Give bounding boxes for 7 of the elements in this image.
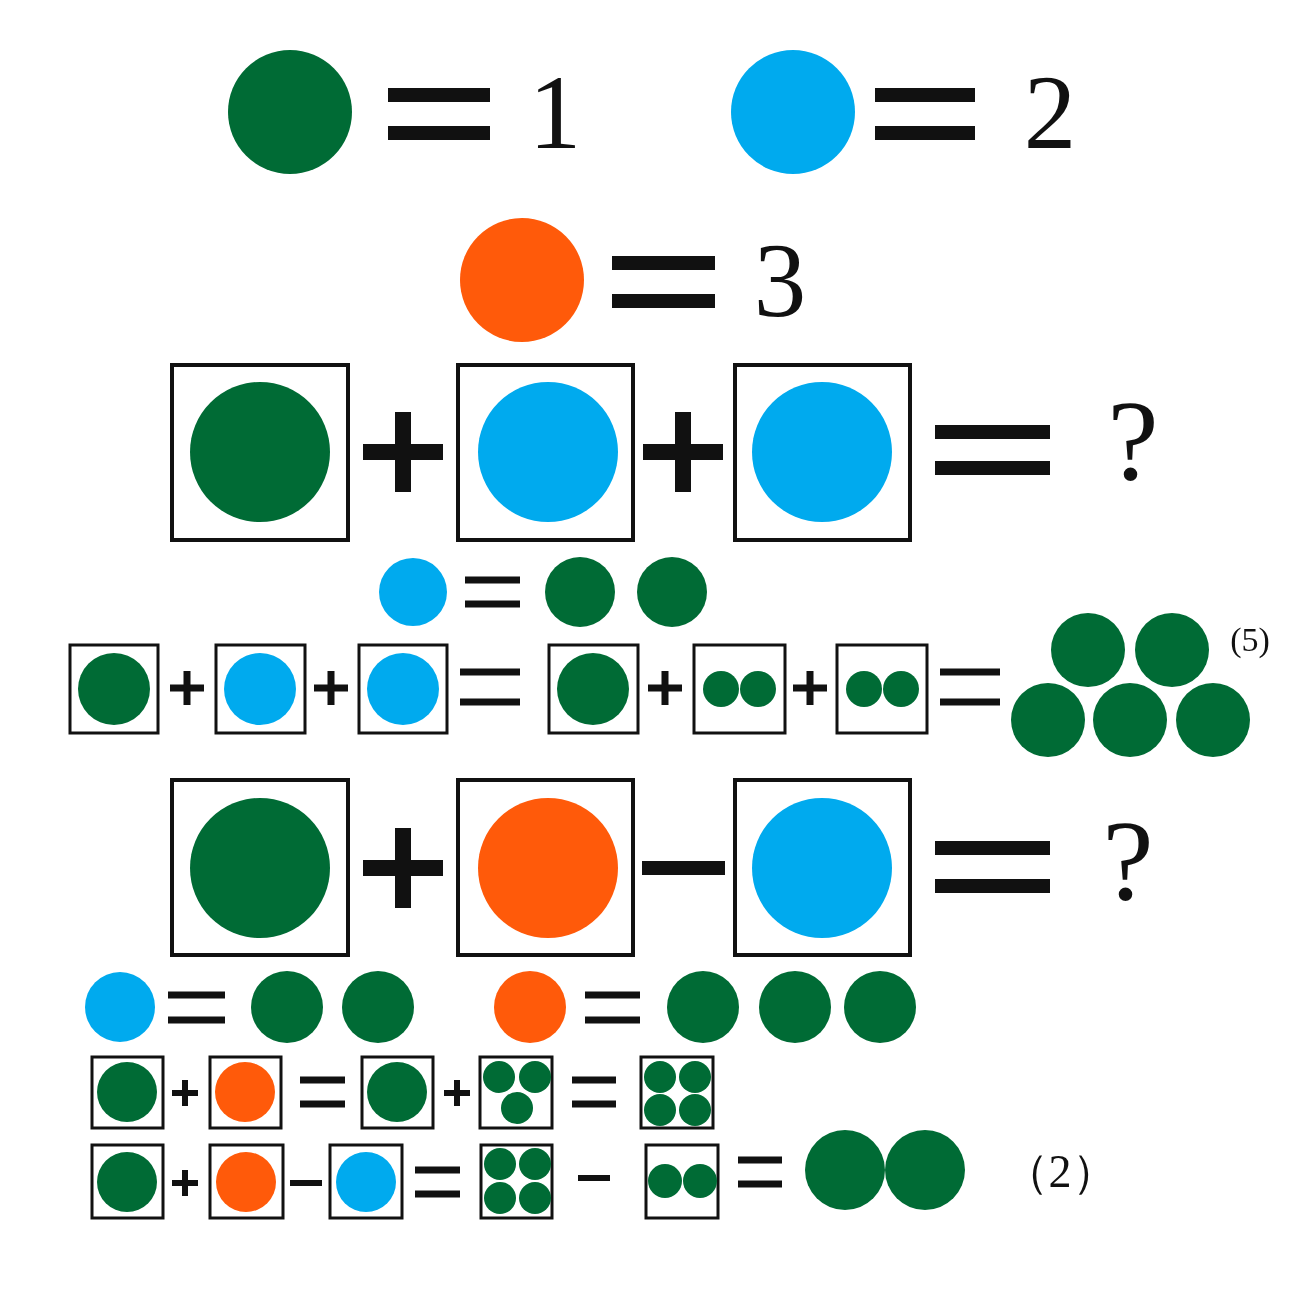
answer-note: （2） [1002, 1149, 1118, 1195]
question-mark: ? [1102, 802, 1154, 918]
legend-value: 1 [528, 59, 582, 165]
question-mark: ? [1107, 382, 1159, 498]
legend-value: 3 [753, 227, 807, 333]
answer-note: (5) [1230, 623, 1270, 657]
legend-value: 2 [1023, 59, 1077, 165]
